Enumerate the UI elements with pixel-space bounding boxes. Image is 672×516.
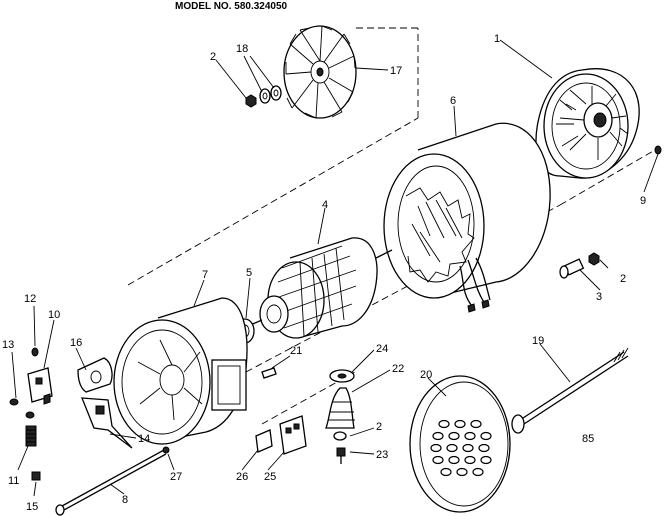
callout-1: 1 (494, 33, 500, 45)
vent-hole (480, 455, 492, 465)
vent-hole (472, 467, 484, 477)
rod-part-8 (55, 449, 167, 516)
callout-6: 6 (450, 95, 456, 107)
callout-22: 22 (392, 363, 404, 375)
screw-part-13 (9, 398, 19, 406)
callout-26: 26 (236, 471, 248, 483)
terminal-block-part-25 (279, 415, 307, 455)
callout-15: 15 (26, 501, 38, 513)
figure-code: 85 (582, 433, 594, 445)
washers-part-18 (259, 85, 282, 104)
vent-hole (454, 419, 466, 429)
front-end-bell-part-7 (113, 297, 248, 445)
callout-7: 7 (202, 269, 208, 281)
rotor-armature-part-4 (247, 237, 393, 339)
callout-27: 27 (170, 471, 182, 483)
vent-hole (438, 419, 450, 429)
vent-hole (432, 431, 444, 441)
callout-8: 8 (122, 494, 128, 506)
vent-hole (480, 431, 492, 441)
vent-hole (464, 431, 476, 441)
callout-20: 20 (420, 369, 432, 381)
callout-17: 17 (390, 65, 402, 77)
vent-hole (470, 419, 482, 429)
callout-24: 24 (376, 343, 388, 355)
callout-2-right: 2 (620, 273, 626, 285)
vent-hole (448, 431, 460, 441)
washer-part-27 (162, 446, 170, 454)
nut-part-2-top (245, 94, 257, 108)
vent-holes (430, 419, 492, 477)
callout-23: 23 (376, 449, 388, 461)
cover-plate-part-20 (409, 375, 511, 513)
callout-21: 21 (290, 345, 302, 357)
nut-part-2-right (588, 252, 600, 266)
callout-12: 12 (24, 293, 36, 305)
vent-hole (464, 455, 476, 465)
bolt-part-3 (559, 258, 585, 279)
vent-hole (440, 467, 452, 477)
spring-part-11 (25, 411, 37, 447)
callout-19: 19 (532, 335, 544, 347)
callout-5: 5 (246, 267, 252, 279)
screw-part-9 (654, 145, 662, 155)
vent-hole (462, 443, 474, 453)
callout-14: 14 (138, 433, 150, 445)
callout-13: 13 (2, 339, 14, 351)
fan-blade-part-17 (283, 25, 357, 119)
vent-hole (432, 455, 444, 465)
callout-16: 16 (70, 337, 82, 349)
capacitor-assembly (325, 369, 355, 464)
clip-part-26 (255, 429, 273, 453)
screw-part-12 (31, 347, 39, 357)
end-bell-part-1 (535, 68, 640, 179)
switch-part-10 (27, 367, 53, 405)
callout-10: 10 (48, 309, 60, 321)
terminal-part-16 (77, 357, 113, 393)
callout-4: 4 (322, 199, 328, 211)
leader-lines (11, 39, 659, 497)
through-bolt-part-19 (511, 347, 629, 434)
stator-housing-part-6 (383, 122, 551, 313)
screw-part-15 (31, 471, 41, 481)
vent-hole (446, 443, 458, 453)
vent-hole (478, 443, 490, 453)
callout-labels: 1 2 2 2 3 4 5 6 7 8 9 10 11 12 13 14 15 … (2, 33, 646, 513)
callout-2-capacitor: 2 (376, 421, 382, 433)
callout-3: 3 (596, 291, 602, 303)
callout-25: 25 (264, 471, 276, 483)
vent-hole (448, 455, 460, 465)
callout-18: 18 (236, 43, 248, 55)
callout-9: 9 (640, 195, 646, 207)
callout-11: 11 (8, 475, 19, 487)
callout-2-top: 2 (210, 51, 216, 63)
model-number-label: MODEL NO. 580.324050 (175, 1, 288, 12)
vent-hole (456, 467, 468, 477)
screw-part-21 (261, 367, 277, 379)
vent-hole (430, 443, 442, 453)
